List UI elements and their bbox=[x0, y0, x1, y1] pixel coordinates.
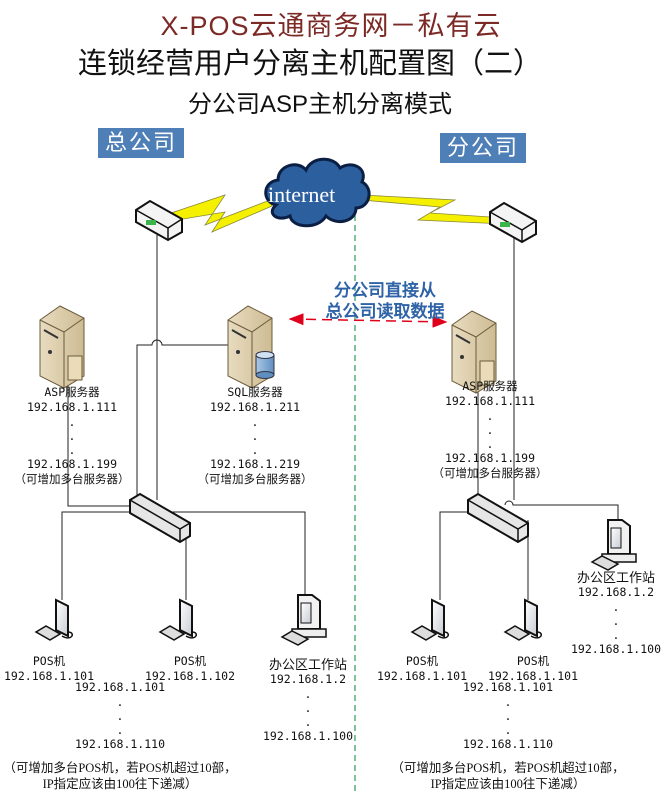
ellipsis-dot: . bbox=[116, 709, 124, 723]
hq-workstation-ip-end: 192.168.1.100 bbox=[262, 729, 353, 743]
branch-pos1-caption: POS机 192.168.1.101 bbox=[377, 654, 467, 684]
hq-sql-server-ip-end: 192.168.1.219 bbox=[209, 457, 300, 471]
ellipsis-dot: . bbox=[486, 409, 494, 423]
hq-asp-server-ip-end: 192.168.1.199 bbox=[26, 457, 117, 471]
hq-pos-note-line2: IP指定应该由100往下递减） bbox=[42, 777, 198, 791]
switch-branch-icon bbox=[467, 492, 529, 544]
ellipsis-dot: . bbox=[251, 429, 259, 443]
ellipsis-dot: . bbox=[116, 695, 124, 709]
branch-asp-server-ip-start: 192.168.1.111 bbox=[444, 394, 535, 408]
branch-pos-note-line1: （可增加多台POS机，若POS机超过10部， bbox=[391, 761, 625, 775]
ellipsis-dot: . bbox=[504, 723, 512, 737]
ellipsis-dot: . bbox=[251, 443, 259, 457]
branch-pos2-ip: 192.168.1.101 bbox=[488, 669, 579, 683]
branch-asp-server-name: ASP服务器 bbox=[462, 379, 518, 393]
branch-workstation-ip-end: 192.168.1.100 bbox=[570, 642, 661, 656]
workstation-branch-icon bbox=[590, 519, 637, 571]
hq-pos1-ip: 192.168.1.101 bbox=[4, 669, 95, 683]
router-hq-icon bbox=[135, 199, 183, 242]
asp-server-hq-icon bbox=[39, 305, 85, 389]
pos-terminal-branch-2-icon bbox=[503, 598, 542, 641]
router-branch-icon bbox=[489, 201, 537, 244]
hq-pos1-caption: POS机 192.168.1.101 bbox=[4, 654, 94, 684]
hq-sql-server-ip-start: 192.168.1.211 bbox=[209, 400, 300, 414]
hq-asp-server-caption: ASP服务器 192.168.1.111 . . . 192.168.1.199… bbox=[12, 385, 132, 487]
branch-pos2-caption: POS机 192.168.1.101 bbox=[488, 654, 578, 684]
data-flow-note-line2: 总公司读取数据 bbox=[325, 302, 445, 321]
pos-terminal-hq-2-icon bbox=[158, 598, 197, 641]
hq-asp-server-note: （可增加多台服务器） bbox=[14, 472, 130, 486]
branch-asp-server-note: （可增加多台服务器） bbox=[432, 466, 548, 480]
branch-pos-note-line2: IP指定应该由100往下递减） bbox=[430, 777, 586, 791]
data-flow-arrow bbox=[288, 313, 448, 328]
hq-pos-range-caption: 192.168.1.101 . . . 192.168.1.110 bbox=[0, 680, 240, 752]
branch-pos-range-ip-end: 192.168.1.110 bbox=[462, 737, 553, 751]
internet-label: internet bbox=[268, 182, 336, 207]
branch-pos2-name: POS机 bbox=[516, 654, 550, 668]
lightning-hq-icon bbox=[164, 194, 273, 233]
hq-pos2-ip: 192.168.1.102 bbox=[145, 669, 236, 683]
data-flow-note-line1: 分公司直接从 bbox=[334, 281, 436, 300]
branch-pos-range-caption: 192.168.1.101 . . . 192.168.1.110 bbox=[388, 680, 628, 752]
hq-workstation-ip-start: 192.168.1.2 bbox=[269, 672, 347, 686]
database-icon bbox=[255, 351, 275, 379]
hq-asp-server-name: ASP服务器 bbox=[44, 385, 100, 399]
ellipsis-dot: . bbox=[612, 614, 620, 628]
pos-terminal-branch-1-icon bbox=[410, 598, 449, 641]
ellipsis-dot: . bbox=[504, 709, 512, 723]
lightning-branch-icon bbox=[361, 194, 506, 225]
asp-server-branch-icon bbox=[451, 310, 497, 394]
hq-sql-server-caption: SQL服务器 192.168.1.211 . . . 192.168.1.219… bbox=[195, 385, 315, 487]
switch-hq-icon bbox=[129, 492, 191, 544]
hq-asp-server-ip-start: 192.168.1.111 bbox=[26, 400, 117, 414]
ellipsis-dot: . bbox=[612, 628, 620, 642]
headquarters-badge: 总公司 bbox=[98, 128, 185, 158]
hq-pos-note-line1: （可增加多台POS机，若POS机超过10部， bbox=[3, 761, 237, 775]
hq-pos-range-ip-end: 192.168.1.110 bbox=[74, 737, 165, 751]
main-title: 连锁经营用户分离主机配置图（二） bbox=[77, 48, 542, 80]
hq-pos2-name: POS机 bbox=[173, 654, 207, 668]
ellipsis-dot: . bbox=[68, 429, 76, 443]
branch-badge: 分公司 bbox=[440, 133, 527, 163]
brand-title: X-POS云通商务网－私有云 bbox=[160, 11, 502, 41]
ellipsis-dot: . bbox=[504, 695, 512, 709]
branch-workstation-name: 办公区工作站 bbox=[576, 570, 655, 585]
hq-pos-note: （可增加多台POS机，若POS机超过10部， IP指定应该由100往下递减） bbox=[0, 760, 240, 792]
workstation-hq-icon bbox=[280, 594, 327, 646]
hq-pos-range-ip-start: 192.168.1.101 bbox=[74, 680, 165, 694]
ellipsis-dot: . bbox=[304, 687, 312, 701]
ellipsis-dot: . bbox=[486, 423, 494, 437]
data-flow-note: 分公司直接从 总公司读取数据 bbox=[300, 280, 470, 322]
ellipsis-dot: . bbox=[304, 715, 312, 729]
hq-sql-server-note: （可增加多台服务器） bbox=[197, 472, 313, 486]
hq-pos2-caption: POS机 192.168.1.102 bbox=[145, 654, 235, 684]
sql-server-hq-icon bbox=[227, 305, 275, 389]
branch-pos1-name: POS机 bbox=[405, 654, 439, 668]
internet-cloud-icon bbox=[264, 157, 371, 228]
branch-pos-range-ip-start: 192.168.1.101 bbox=[462, 680, 553, 694]
branch-asp-server-caption: ASP服务器 192.168.1.111 . . . 192.168.1.199… bbox=[430, 379, 550, 481]
subtitle: 分公司ASP主机分离模式 bbox=[187, 91, 453, 118]
hq-workstation-caption: 办公区工作站 192.168.1.2 . . . 192.168.1.100 bbox=[260, 657, 356, 744]
pos-terminal-hq-1-icon bbox=[34, 598, 73, 641]
ellipsis-dot: . bbox=[612, 600, 620, 614]
ellipsis-dot: . bbox=[251, 415, 259, 429]
branch-workstation-ip-start: 192.168.1.2 bbox=[577, 585, 655, 599]
hq-workstation-name: 办公区工作站 bbox=[268, 657, 347, 672]
branch-workstation-caption: 办公区工作站 192.168.1.2 . . . 192.168.1.100 bbox=[568, 570, 662, 657]
branch-pos1-ip: 192.168.1.101 bbox=[377, 669, 468, 683]
ellipsis-dot: . bbox=[486, 437, 494, 451]
hq-pos1-name: POS机 bbox=[32, 654, 66, 668]
ellipsis-dot: . bbox=[68, 443, 76, 457]
branch-pos-note: （可增加多台POS机，若POS机超过10部， IP指定应该由100往下递减） bbox=[388, 760, 628, 792]
hq-sql-server-name: SQL服务器 bbox=[227, 385, 283, 399]
branch-asp-server-ip-end: 192.168.1.199 bbox=[444, 451, 535, 465]
ellipsis-dot: . bbox=[116, 723, 124, 737]
ellipsis-dot: . bbox=[68, 415, 76, 429]
ellipsis-dot: . bbox=[304, 701, 312, 715]
